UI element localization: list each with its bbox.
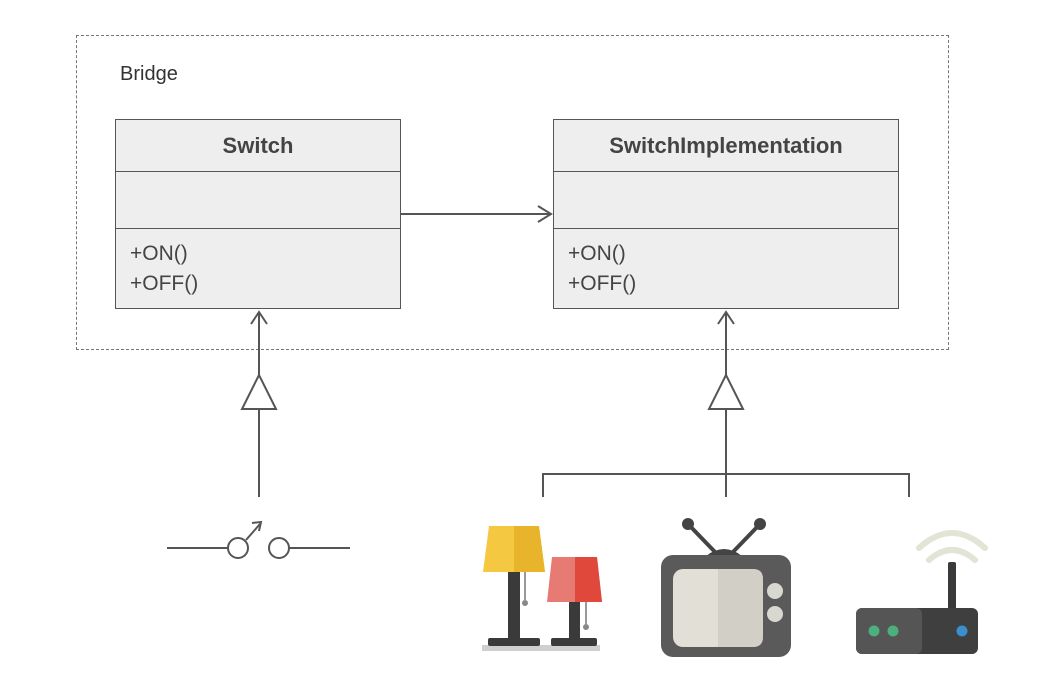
association-arrow: [401, 205, 553, 223]
switch-class-methods: +ON() +OFF(): [116, 229, 400, 299]
switch-class-attributes: [116, 172, 400, 229]
implementation-method-off: +OFF(): [568, 272, 637, 295]
switch-class-name: Switch: [116, 120, 400, 172]
switch-class-box: Switch +ON() +OFF(): [115, 119, 401, 309]
switch-method-on: +ON(): [130, 242, 188, 265]
switch-method-off: +OFF(): [130, 272, 199, 295]
implementation-class-methods: +ON() +OFF(): [554, 229, 898, 299]
implementation-method-on: +ON(): [568, 242, 626, 265]
switch-inheritance-arrow: [240, 310, 278, 497]
implementation-class-attributes: [554, 172, 898, 229]
implementation-class-box: SwitchImplementation +ON() +OFF(): [553, 119, 899, 309]
router-icon: [856, 530, 988, 654]
switch-symbol-icon: [167, 520, 350, 559]
implementation-inheritance-arrow: [542, 310, 910, 497]
tv-icon: [661, 518, 791, 657]
implementation-class-name: SwitchImplementation: [554, 120, 898, 172]
bridge-label: Bridge: [120, 63, 178, 85]
bridge-boundary: [76, 35, 949, 350]
lamps-icon: [482, 526, 602, 651]
